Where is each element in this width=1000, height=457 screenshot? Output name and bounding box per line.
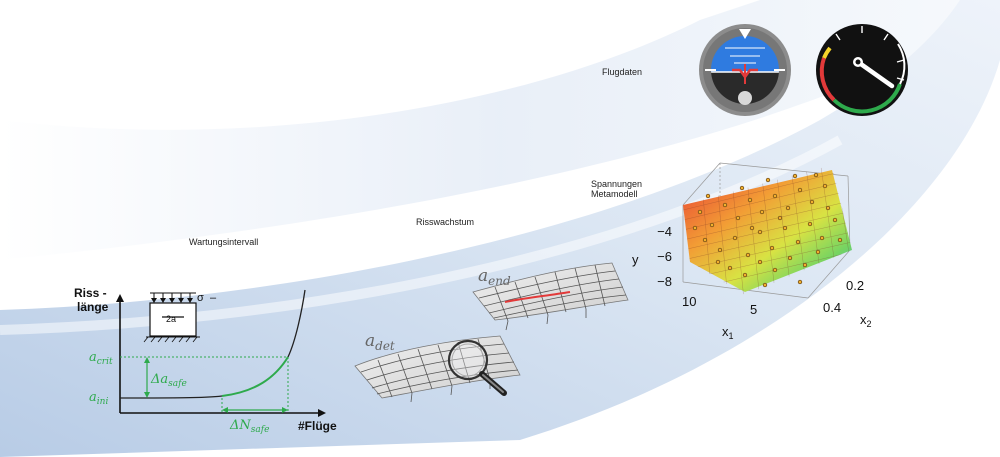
sigma-dash: –: [210, 292, 217, 304]
x2-axis-label: x2: [860, 312, 872, 329]
y-axis-label: y: [632, 252, 639, 267]
y-tick-3: −8: [657, 274, 672, 289]
label-spannungen: Spannungen Metamodell: [591, 179, 642, 199]
label-flugdaten: Flugdaten: [602, 67, 643, 77]
magnifier-icon: [447, 339, 507, 396]
x1-tick-1: 10: [682, 294, 696, 309]
a-end-label: aend: [478, 266, 511, 288]
a-crit-label: acrit: [89, 350, 113, 367]
crack-curve-safe: [221, 356, 289, 397]
delta-a-label: Δasafe: [150, 372, 187, 389]
label-spannungen-line2: Metamodell: [591, 189, 638, 199]
attitude-indicator-icon: [699, 24, 791, 116]
y-label-line2: länge: [77, 300, 109, 314]
label-spannungen-line1: Spannungen: [591, 179, 643, 189]
a-det-label: adet: [365, 331, 395, 353]
specimen-sketch: [143, 292, 200, 343]
sigma-label: σ: [197, 292, 204, 304]
specimen-label: 2a: [166, 314, 176, 324]
label-risswachstum: Risswachstum: [416, 217, 475, 227]
surface-plot: −4 −6 −8 y 10 5 x1 0.2 0.4 x2: [632, 162, 872, 341]
crack-plate-end: aend: [472, 262, 629, 331]
surface-mesh: [683, 170, 852, 292]
label-wartungsintervall: Wartungsintervall: [189, 237, 259, 247]
y-label-line1: Riss -: [74, 286, 107, 300]
crack-growth-chart: Riss - länge #Flüge 2a σ – acrit aini Δa…: [74, 286, 337, 435]
x1-tick-2: 5: [750, 302, 757, 317]
x2-tick-2: 0.4: [823, 300, 841, 315]
crack-curve-critical: [287, 289, 306, 358]
sample-points: [692, 172, 843, 288]
x1-axis-label: x1: [722, 324, 734, 341]
crack-curve-initial: [119, 395, 223, 399]
airspeed-gauge-icon: [816, 24, 908, 116]
crack-line: [504, 291, 571, 303]
y-tick-1: −4: [657, 224, 672, 239]
x2-tick-1: 0.2: [846, 278, 864, 293]
a-ini-label: aini: [89, 390, 108, 407]
delta-n-label: ΔNsafe: [229, 418, 269, 435]
y-tick-2: −6: [657, 249, 672, 264]
x-label: #Flüge: [298, 419, 337, 433]
